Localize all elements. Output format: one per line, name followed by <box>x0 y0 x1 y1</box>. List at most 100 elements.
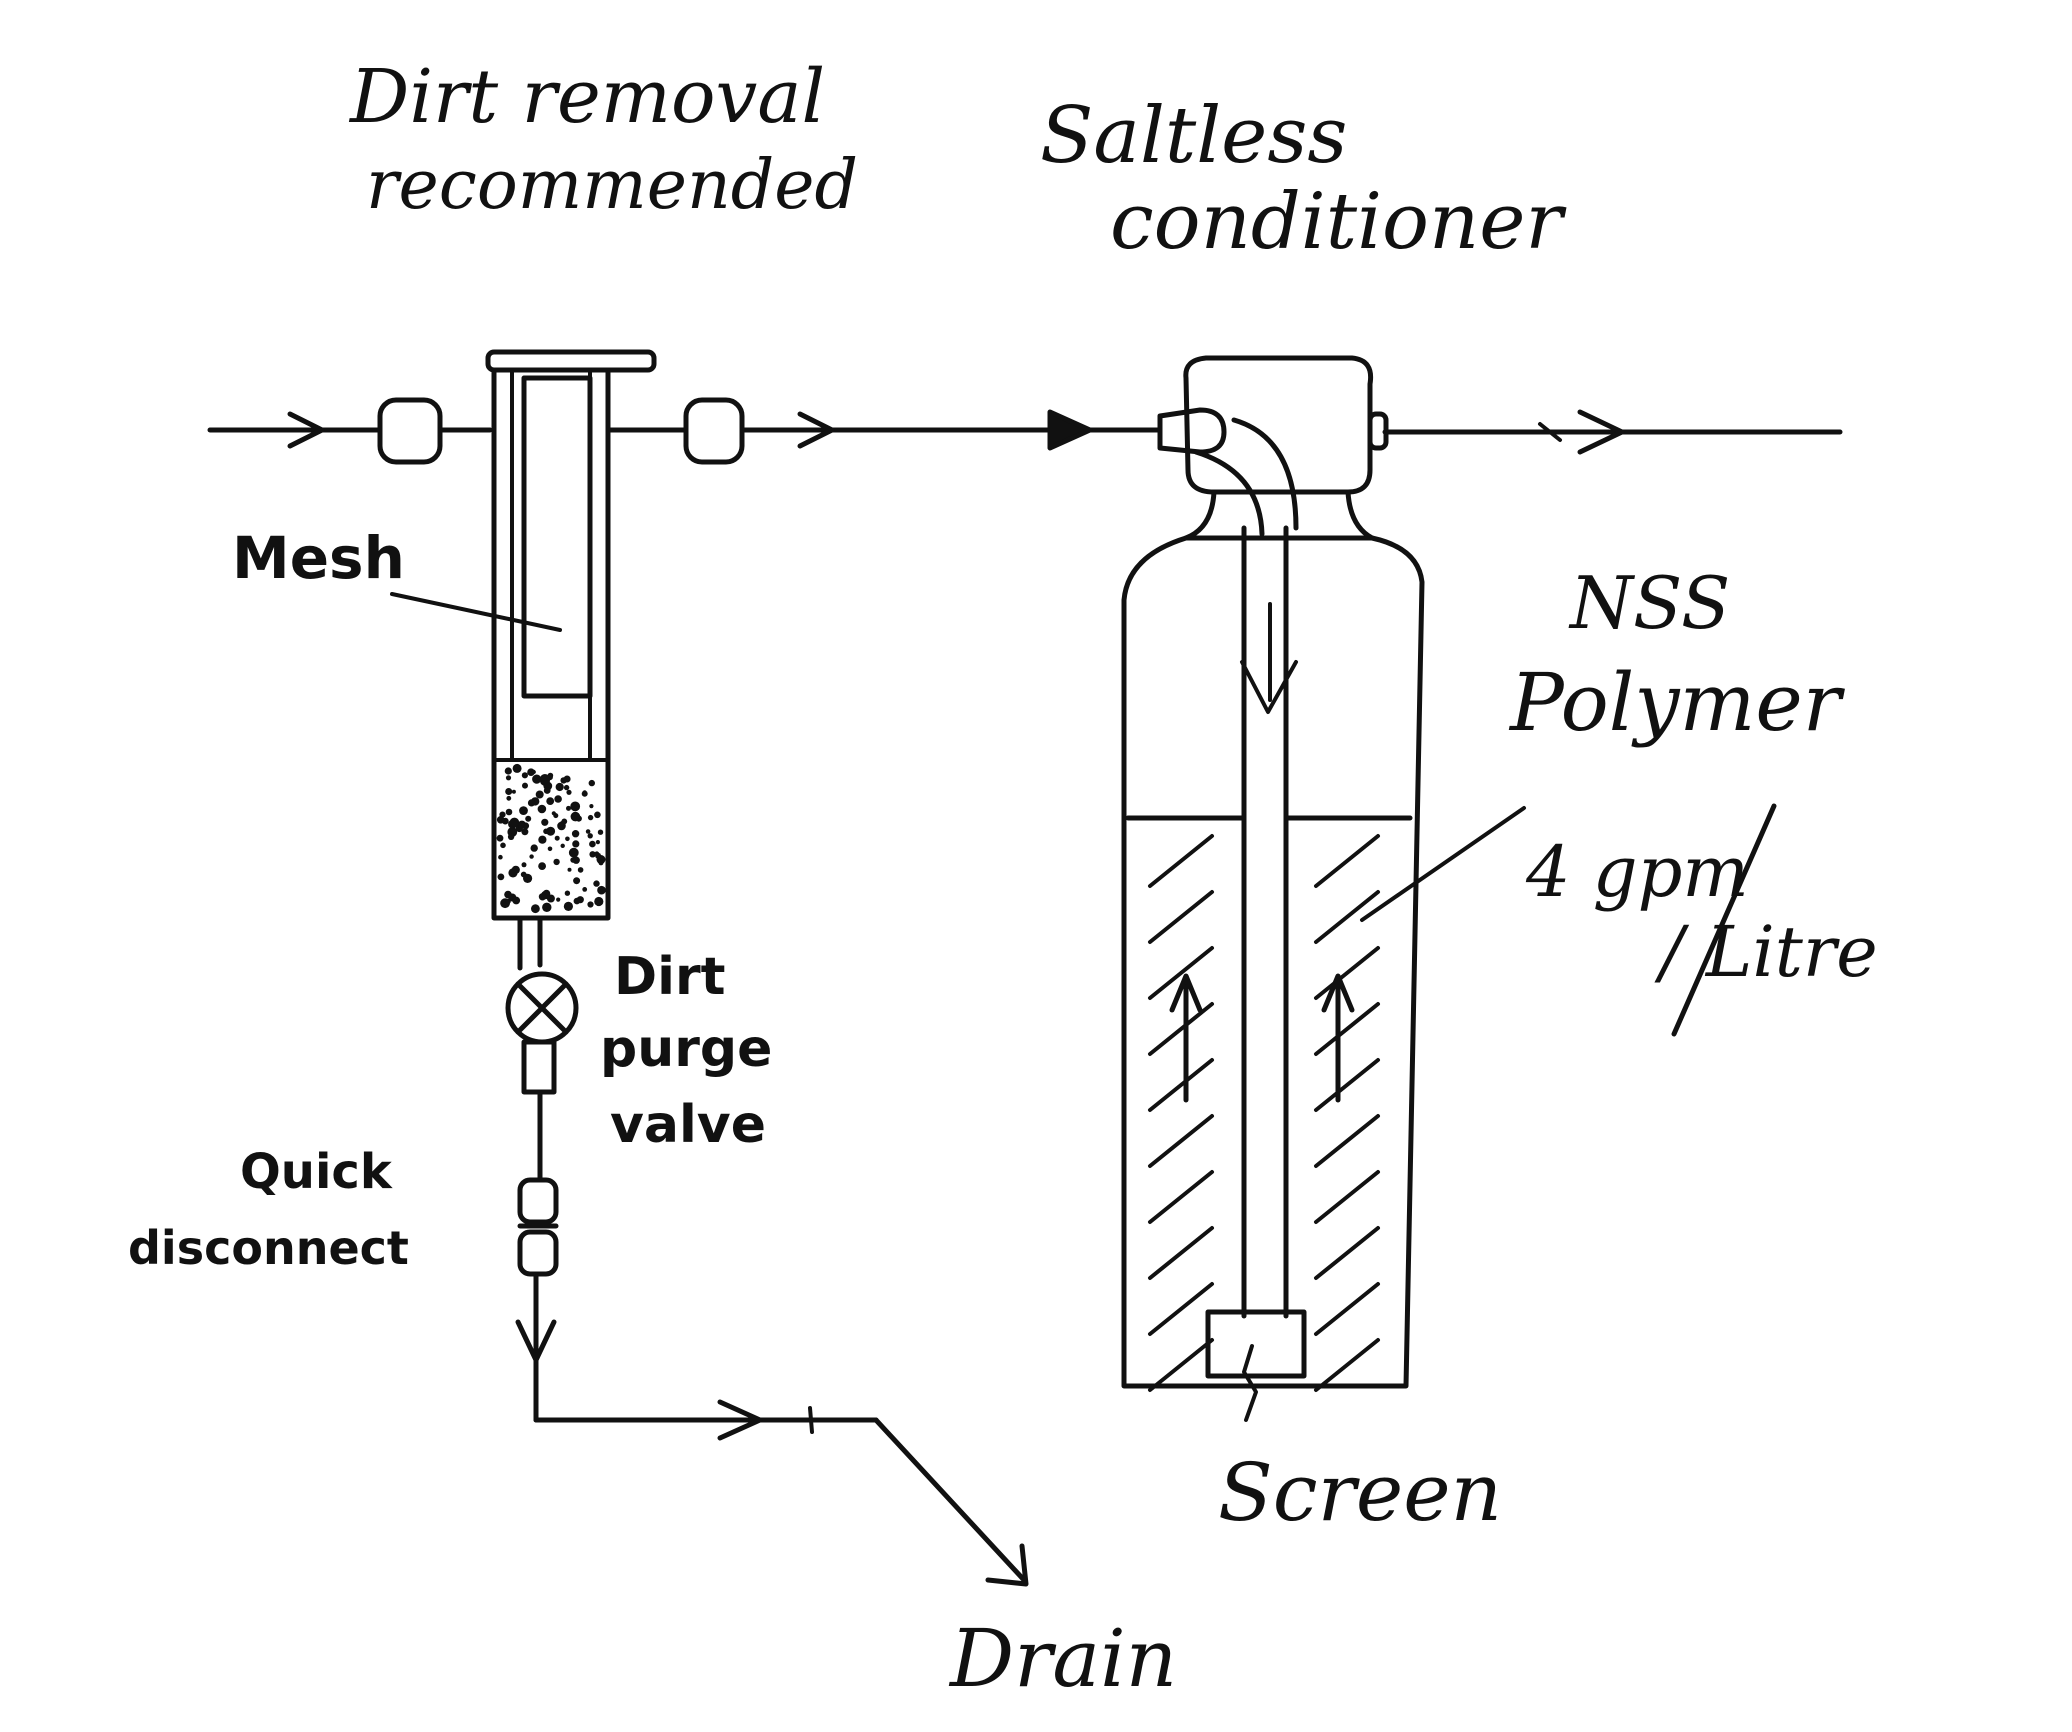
label-polymer: Polymer <box>1508 656 1846 749</box>
quick-disconnect <box>517 1177 559 1277</box>
media-dot <box>564 890 571 896</box>
drain-pipe <box>517 915 543 971</box>
media-dot <box>585 829 591 834</box>
label-mesh: Mesh <box>232 524 405 592</box>
hatch-line <box>1314 1282 1380 1336</box>
media-dot <box>567 867 572 872</box>
media-dot <box>570 857 576 863</box>
media-dot <box>582 887 588 892</box>
media-dot <box>496 834 504 842</box>
media-dot <box>508 868 518 878</box>
title-recommended: recommended <box>366 146 858 225</box>
filter-cap <box>485 349 657 373</box>
hatch-line <box>1148 890 1214 944</box>
media-dot <box>570 801 581 812</box>
media-dot <box>566 805 571 811</box>
drain-route <box>515 1271 1029 1587</box>
media-dot <box>525 815 532 822</box>
hatch-line <box>1314 1170 1380 1224</box>
mesh-screen <box>521 375 593 699</box>
rate-slash <box>1671 803 1777 1037</box>
hatch-line <box>1148 1058 1214 1112</box>
hatch-line <box>1148 1282 1214 1336</box>
media-dot <box>554 795 562 803</box>
media-dot <box>581 790 588 797</box>
media-dot <box>546 826 556 836</box>
title-dirt-removal: Dirt removal <box>348 54 825 140</box>
media-dot <box>546 797 555 805</box>
media-dot <box>594 896 604 907</box>
media-dot <box>589 840 596 848</box>
media-dot <box>556 897 561 902</box>
media-dot <box>498 854 503 860</box>
media-dot <box>541 818 549 826</box>
media-dot <box>535 790 544 799</box>
title-conditioner: conditioner <box>1110 177 1567 267</box>
media-dot <box>540 774 550 784</box>
media-dot <box>506 795 512 801</box>
distributor-screen <box>1205 1309 1307 1379</box>
upflow-arrow-left <box>1169 973 1203 1103</box>
media-dot <box>571 830 580 838</box>
label-nss: NSS <box>1568 561 1730 645</box>
hatch-line <box>1148 1226 1214 1280</box>
hatch-line <box>1148 1114 1214 1168</box>
media-dot <box>573 897 581 905</box>
media-dot <box>505 788 513 795</box>
media-dot <box>595 840 601 845</box>
media-dot <box>529 854 534 859</box>
media-dot <box>501 817 509 825</box>
hatch-line <box>1314 946 1380 1000</box>
media-dot <box>537 804 547 814</box>
media-dot <box>543 828 549 835</box>
media-dot <box>521 772 529 779</box>
hatch-line <box>1314 834 1380 888</box>
media-dot <box>531 769 536 775</box>
label-purge: purge <box>600 1019 772 1079</box>
media-dot <box>538 893 547 901</box>
media-dot <box>598 860 604 866</box>
media-dot <box>588 779 595 787</box>
media-dot <box>587 833 593 839</box>
media-dot <box>531 904 540 914</box>
media-dot <box>560 777 567 784</box>
control-head <box>1183 355 1374 495</box>
media-dot <box>593 880 600 887</box>
label-drain: Drain <box>948 1612 1177 1705</box>
hatch-line <box>1314 1226 1380 1280</box>
hatch-line <box>1148 1170 1214 1224</box>
media-dot <box>577 867 584 873</box>
outlet-coupling <box>683 397 745 465</box>
media-dot <box>512 896 521 905</box>
media-dot <box>519 806 528 815</box>
media-dot <box>543 787 551 794</box>
media-dot <box>568 847 579 858</box>
outlet-pipe <box>1382 409 1843 455</box>
media-dot <box>555 782 564 792</box>
media-dot <box>587 814 594 821</box>
media-dot <box>547 846 553 852</box>
label-screen: Screen <box>1218 1446 1502 1539</box>
media-dot <box>530 844 538 852</box>
riser-tube <box>1240 525 1298 1319</box>
label-dirt: Dirt <box>614 947 726 1007</box>
media-dot <box>538 835 547 844</box>
hatch-line <box>1314 1338 1380 1392</box>
hatch-line <box>1314 1114 1380 1168</box>
hatch-line <box>1314 1002 1380 1056</box>
media-dot <box>573 877 581 885</box>
media-dot <box>505 775 512 781</box>
hatch-line <box>1148 834 1214 888</box>
media-dot <box>597 885 606 895</box>
label-flow-rate: 4 gpm <box>1525 831 1749 913</box>
inlet-elbow <box>1193 417 1299 537</box>
media-dot <box>507 833 515 840</box>
title-saltless: Saltless <box>1040 91 1347 181</box>
media-dot <box>563 784 570 791</box>
polymer-leader <box>1360 806 1526 922</box>
media-dot <box>589 804 594 809</box>
mesh-leader <box>390 592 562 632</box>
hatch-line <box>1314 890 1380 944</box>
media-dot <box>566 789 572 795</box>
